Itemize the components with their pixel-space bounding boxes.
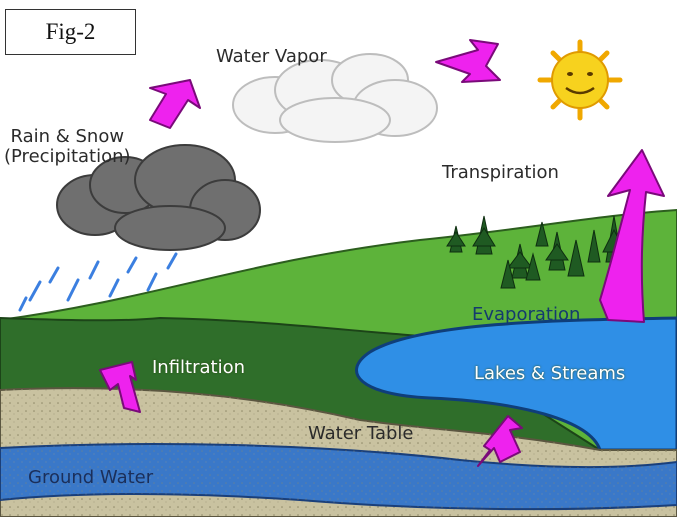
rain-cloud-icon bbox=[56, 144, 261, 251]
infiltration-label: Infiltration bbox=[152, 357, 246, 378]
arrow-icon bbox=[99, 39, 665, 467]
figure-label: Fig-2 bbox=[5, 9, 136, 55]
water-vapor-label: Water Vapor bbox=[216, 46, 327, 67]
precipitation-label: (Precipitation) bbox=[4, 145, 131, 167]
sun-icon bbox=[537, 39, 623, 121]
precipitation-label-group: Rain & Snow (Precipitation) bbox=[4, 127, 131, 167]
water-table-label: Water Table bbox=[308, 423, 414, 444]
transpiration-label: Transpiration bbox=[442, 162, 559, 183]
evaporation-label: Evaporation bbox=[472, 304, 581, 325]
ground-water-label: Ground Water bbox=[28, 467, 154, 488]
cloud-icon bbox=[232, 53, 438, 143]
lakes-streams-label: Lakes & Streams bbox=[474, 363, 626, 384]
lake bbox=[355, 316, 677, 452]
rain-snow-label: Rain & Snow bbox=[10, 126, 125, 147]
